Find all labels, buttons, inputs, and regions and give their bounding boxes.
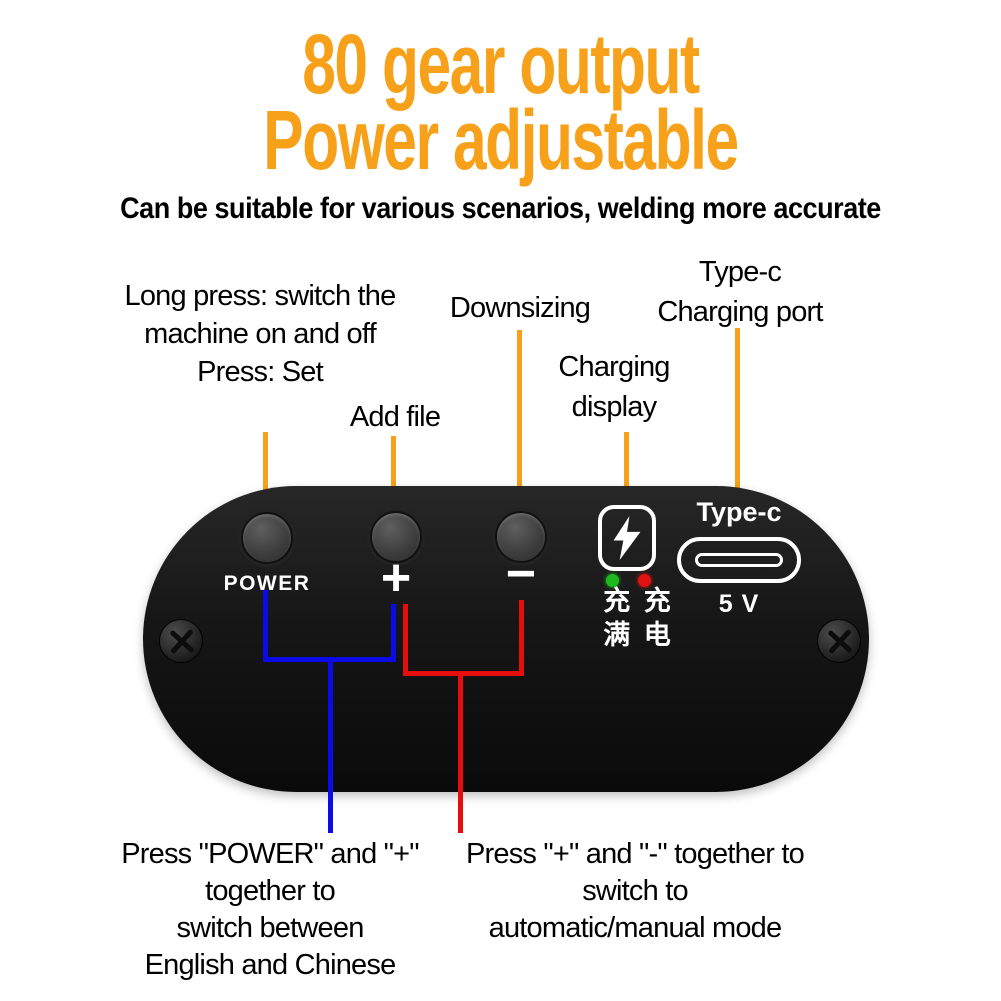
annotation-power-line-3: Press: Set xyxy=(197,356,324,388)
power-button-label: POWER xyxy=(223,572,311,595)
annotation-typec-line-2: Charging port xyxy=(657,296,823,328)
combo-language-line-2: together to xyxy=(205,875,336,907)
typec-port-inner xyxy=(695,553,783,567)
annotation-charging-line-2: display xyxy=(571,391,657,423)
callout-line-charging xyxy=(624,432,629,504)
screw-right-icon xyxy=(817,619,861,663)
red-bracket-vertical-minus xyxy=(519,600,524,676)
annotation-charging-line-1: Charging xyxy=(558,351,670,383)
red-bracket-vertical-plus xyxy=(403,604,408,676)
annotation-power-line-1: Long press: switch the xyxy=(124,280,397,312)
minus-button xyxy=(495,511,547,563)
callout-line-typec xyxy=(735,328,740,498)
annotation-add-file: Add file xyxy=(349,401,441,433)
title-line-2: Power adjustable xyxy=(263,93,739,187)
combo-language-line-3: switch between xyxy=(176,912,364,944)
title-line-1: 80 gear output xyxy=(302,17,700,111)
red-bracket-stem xyxy=(458,671,463,833)
annotation-charging-display: Charging display xyxy=(548,347,680,427)
typec-label: Type-c xyxy=(696,497,782,527)
combo-language-line-1: Press "POWER" and "+" xyxy=(121,838,419,870)
combo-text-mode: Press "+" and "-" together to switch to … xyxy=(435,836,835,947)
blue-bracket-vertical-power xyxy=(263,590,268,662)
combo-language-line-4: English and Chinese xyxy=(144,949,397,981)
annotation-downsizing: Downsizing xyxy=(449,292,591,324)
blue-bracket-stem xyxy=(328,657,333,833)
combo-text-language: Press "POWER" and "+" together to switch… xyxy=(95,836,445,984)
plus-button-label: + xyxy=(380,549,412,607)
charge-label-row-1: 充 充 xyxy=(603,586,673,617)
annotation-power-line-2: machine on and off xyxy=(144,318,377,350)
combo-mode-line-3: automatic/manual mode xyxy=(488,912,783,944)
annotation-typec-port: Type-c Charging port xyxy=(635,252,845,332)
charge-label-row-2: 满 电 xyxy=(603,620,673,651)
annotation-typec-line-1: Type-c xyxy=(698,256,782,288)
typec-port xyxy=(677,537,801,583)
device-panel: POWER + − 充 充 满 电 Type-c 5 V xyxy=(143,486,869,792)
callout-line-add-file xyxy=(391,436,396,511)
lightning-bolt-icon xyxy=(613,516,641,560)
charge-full-led xyxy=(606,574,619,587)
subtitle: Can be suitable for various scenarios, w… xyxy=(120,192,881,225)
plus-button xyxy=(370,511,422,563)
combo-mode-line-2: switch to xyxy=(582,875,688,907)
combo-mode-line-1: Press "+" and "-" together to xyxy=(466,838,805,870)
callout-line-downsizing xyxy=(517,330,522,512)
charging-indicator xyxy=(598,505,656,571)
charging-led xyxy=(638,574,651,587)
callout-line-power xyxy=(263,432,268,508)
power-button xyxy=(241,512,293,564)
screw-left-icon xyxy=(159,619,203,663)
annotation-power: Long press: switch the machine on and of… xyxy=(105,277,415,391)
minus-button-label: − xyxy=(505,545,537,603)
red-bracket-horizontal xyxy=(403,671,524,676)
blue-bracket-vertical-plus xyxy=(391,604,396,662)
voltage-label: 5 V xyxy=(718,590,760,618)
